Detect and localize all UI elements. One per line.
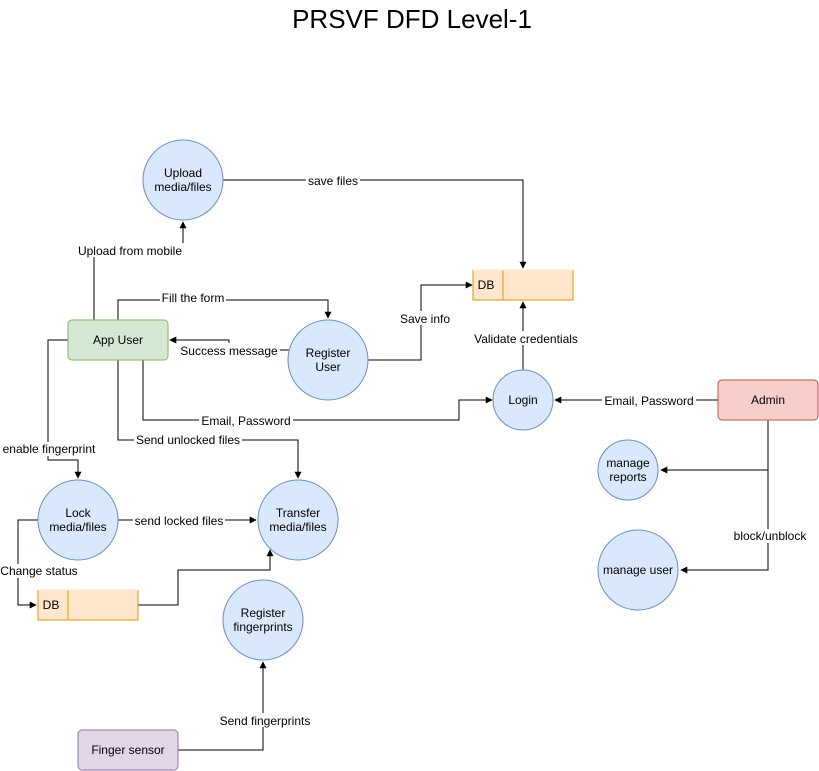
edge-label-success-message: Success message bbox=[178, 343, 280, 358]
edge-label-fill-the-form: Fill the form bbox=[160, 291, 226, 307]
process-upload-media-files[interactable]: Upload media/files bbox=[142, 139, 224, 221]
svg-text:save files: save files bbox=[308, 174, 358, 188]
svg-text:Email, Password: Email, Password bbox=[201, 414, 290, 428]
process-manage-user[interactable]: manage user bbox=[597, 529, 679, 611]
edge-label-email-password-user: Email, Password bbox=[199, 413, 293, 428]
svg-text:DB: DB bbox=[43, 598, 60, 612]
edge-enable-fingerprint bbox=[47, 339, 82, 479]
svg-text:Upload from mobile: Upload from mobile bbox=[78, 244, 182, 258]
svg-text:App User: App User bbox=[93, 333, 143, 347]
edge-label-save-files: save files bbox=[306, 173, 360, 188]
edge-send-fingerprints bbox=[178, 661, 267, 751]
process-transfer-media-files[interactable]: Transfer media/files bbox=[257, 479, 339, 561]
svg-text:media/files: media/files bbox=[269, 520, 326, 534]
edge-label-email-password-admin: Email, Password bbox=[602, 393, 696, 408]
edge-label-enable-fingerprint: enable fingerprint bbox=[1, 442, 97, 456]
svg-text:Save info: Save info bbox=[400, 312, 450, 326]
entity-finger-sensor[interactable]: Finger sensor bbox=[77, 729, 179, 771]
edge-label-send-fingerprints: Send fingerprints bbox=[218, 713, 312, 728]
process-manage-reports[interactable]: manage reports bbox=[597, 439, 659, 501]
svg-text:send locked files: send locked files bbox=[135, 514, 224, 528]
entity-app-user[interactable]: App User bbox=[67, 319, 169, 361]
svg-text:Send fingerprints: Send fingerprints bbox=[220, 714, 311, 728]
svg-text:Login: Login bbox=[508, 393, 537, 407]
process-login[interactable]: Login bbox=[492, 369, 554, 431]
edge-email-password-user bbox=[142, 360, 493, 421]
datastore-db-bottom[interactable]: DB bbox=[37, 589, 139, 621]
svg-text:reports: reports bbox=[609, 470, 646, 484]
svg-text:Finger sensor: Finger sensor bbox=[91, 743, 164, 757]
edge-label-save-info: Save info bbox=[398, 311, 452, 326]
svg-text:enable fingerprint: enable fingerprint bbox=[3, 442, 96, 456]
svg-text:Email, Password: Email, Password bbox=[604, 394, 693, 408]
svg-text:User: User bbox=[315, 360, 340, 374]
svg-text:Register: Register bbox=[241, 606, 286, 620]
edge-block-unblock bbox=[680, 470, 769, 574]
svg-text:Fill the form: Fill the form bbox=[162, 291, 225, 305]
svg-text:Validate credentials: Validate credentials bbox=[474, 332, 578, 346]
edge-label-send-locked-files: send locked files bbox=[133, 513, 225, 528]
svg-text:Change status: Change status bbox=[0, 564, 77, 578]
svg-text:Send unlocked files: Send unlocked files bbox=[136, 433, 240, 447]
datastore-db-top[interactable]: DB bbox=[472, 269, 574, 301]
svg-text:Success message: Success message bbox=[180, 344, 278, 358]
svg-text:manage: manage bbox=[606, 456, 650, 470]
svg-text:Lock: Lock bbox=[65, 506, 91, 520]
svg-text:fingerprints: fingerprints bbox=[233, 620, 292, 634]
svg-text:manage user: manage user bbox=[603, 563, 673, 577]
process-register-user[interactable]: Register User bbox=[287, 319, 369, 401]
svg-text:media/files: media/files bbox=[49, 520, 106, 534]
entity-admin[interactable]: Admin bbox=[717, 379, 819, 421]
edge-label-validate-credentials: Validate credentials bbox=[472, 331, 580, 346]
process-lock-media-files[interactable]: Lock media/files bbox=[37, 479, 119, 561]
edge-label-change-status: Change status bbox=[0, 564, 80, 578]
edge-manage-reports bbox=[660, 420, 769, 474]
svg-text:Upload: Upload bbox=[164, 166, 202, 180]
diagram-title: PRSVF DFD Level-1 bbox=[292, 4, 532, 34]
svg-text:Register: Register bbox=[306, 346, 351, 360]
svg-text:Admin: Admin bbox=[751, 393, 785, 407]
edge-change-status bbox=[17, 519, 38, 609]
edge-db-to-transfer bbox=[138, 549, 274, 606]
svg-text:block/unblock: block/unblock bbox=[734, 529, 808, 543]
svg-text:media/files: media/files bbox=[154, 180, 211, 194]
edge-label-upload-from-mobile: Upload from mobile bbox=[76, 243, 184, 258]
svg-text:Transfer: Transfer bbox=[276, 506, 320, 520]
edge-save-files bbox=[223, 179, 527, 269]
process-register-fingerprints[interactable]: Register fingerprints bbox=[222, 579, 304, 661]
svg-text:DB: DB bbox=[478, 278, 495, 292]
edge-label-send-unlocked-files: Send unlocked files bbox=[134, 433, 242, 447]
edge-label-block-unblock: block/unblock bbox=[732, 529, 808, 543]
